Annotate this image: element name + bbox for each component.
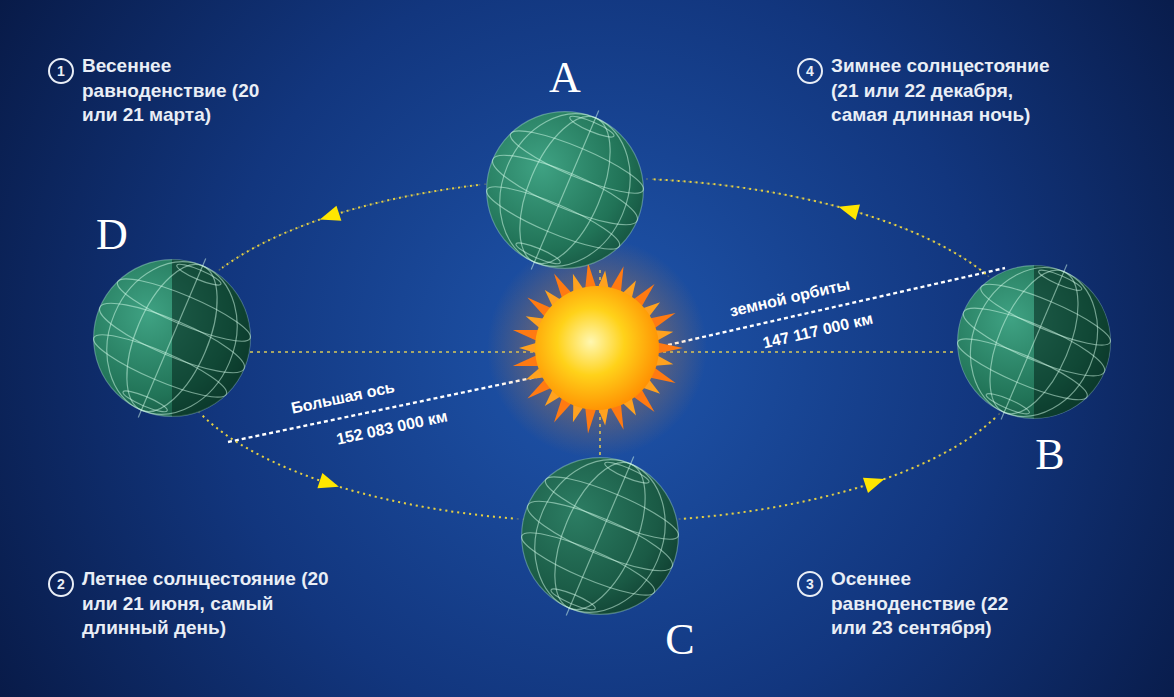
distance-label: земной орбиты [728,275,852,320]
orbit-arrow [651,179,986,274]
distance-label: 147 117 000 км [761,310,875,353]
sun [535,286,659,410]
arrowhead [863,478,885,493]
earth-globe: A [485,110,645,270]
globe-drawing [956,264,1112,420]
orbit-path [222,185,478,268]
callout-number: 2 [48,571,74,597]
sun-corona [513,262,683,433]
position-letter: C [665,618,694,662]
globe-grid [92,258,252,418]
earth-globe: B [956,264,1112,420]
season-caption: Весеннее равноденствие (20 или 21 марта) [82,54,282,128]
earth-globe: C [520,456,680,616]
globe-grid [956,264,1112,420]
orbit-path [651,179,986,274]
callout-number: 3 [797,571,823,597]
orbit-arrow [222,185,478,268]
season-caption: Летнее солнцестояние (20 или 21 июня, са… [82,567,332,641]
callout-number: 1 [48,58,74,84]
arrowhead [839,205,860,220]
globe-drawing [92,258,252,418]
arrowhead [320,206,341,221]
sun-glow [487,238,707,458]
position-letter: A [549,56,581,100]
position-letter: D [96,213,128,257]
season-caption: Осеннее равноденствие (22 или 23 сентябр… [831,567,1046,641]
globe-drawing [485,110,645,270]
globe-grid [485,110,645,270]
globe-drawing [520,456,680,616]
globe-grid [520,456,680,616]
distance-label: 152 083 000 км [335,407,450,448]
season-caption: Зимнее солнцестояние (21 или 22 декабря,… [831,54,1071,128]
position-letter: B [1035,433,1064,477]
callout-number: 4 [797,58,823,84]
orbit-arrow [684,416,997,519]
arrowhead [317,473,338,488]
orbit-path [684,416,997,519]
distance-label: Большая ось [290,378,397,417]
earth-globe: D [92,258,252,418]
